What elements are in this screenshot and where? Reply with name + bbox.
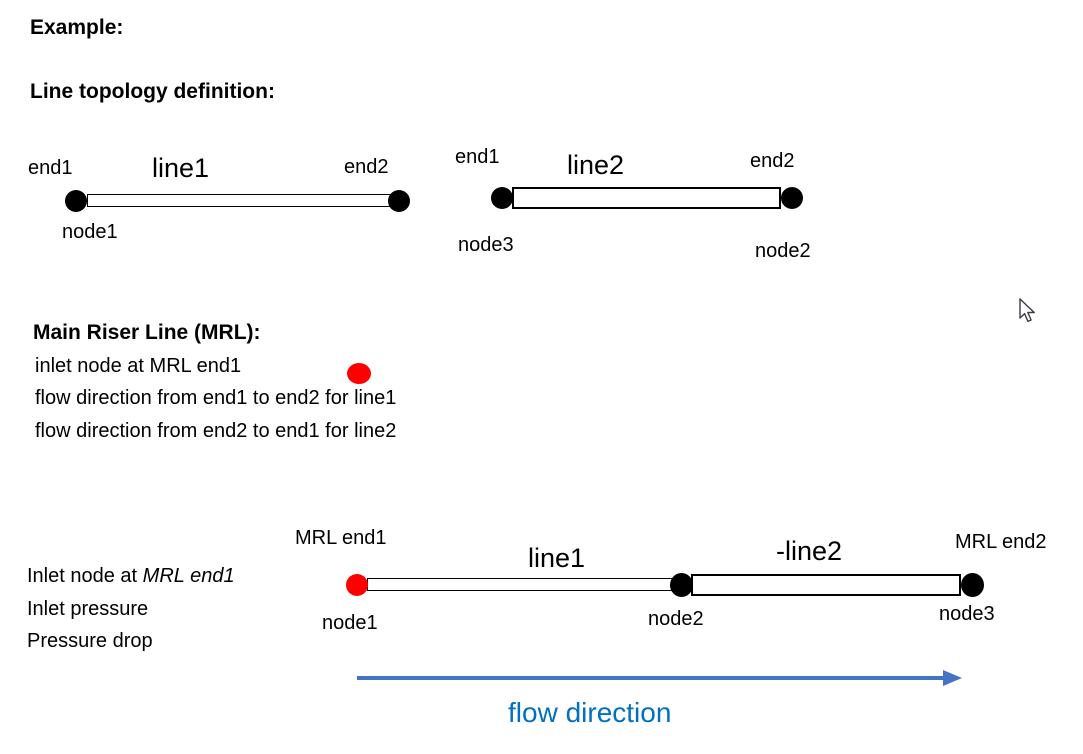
- mrl-segment2-label: -line2: [776, 536, 843, 566]
- line1-end1-label: end1: [28, 157, 73, 179]
- result-notes-line1: Inlet node at MRL end1: [27, 565, 235, 588]
- mrl-node3-dot: [961, 573, 984, 597]
- line1-end2-label: end2: [344, 156, 389, 178]
- line2-pipe-shape: [512, 187, 781, 209]
- section-heading: Line topology definition:: [30, 80, 275, 103]
- result-notes-line3: Pressure drop: [27, 630, 153, 652]
- line1-node1-label: node1: [62, 221, 118, 243]
- line2-node3-dot: [491, 187, 513, 209]
- line1-node1-dot: [65, 190, 87, 212]
- mrl-node2-dot: [670, 573, 693, 597]
- mrl-end2-label: MRL end2: [955, 531, 1047, 553]
- result-notes-line1-emphasis: MRL end1: [142, 565, 235, 587]
- line1-pipe-shape: [87, 194, 397, 207]
- mrl-node1-label: node1: [322, 612, 378, 634]
- mouse-cursor-icon: [1019, 298, 1035, 323]
- flow-direction-arrow-icon: [357, 670, 962, 686]
- flow-direction-label: flow direction: [508, 697, 672, 728]
- mrl-notes-line1: inlet node at MRL end1: [35, 355, 242, 377]
- line2-node2-label: node2: [755, 240, 811, 262]
- page-title: Example:: [30, 16, 124, 39]
- mrl-node2-label: node2: [648, 608, 704, 630]
- mrl-notes-line3: flow direction from end2 to end1 for lin…: [35, 420, 397, 442]
- line2-end2-label: end2: [750, 150, 795, 172]
- mrl-segment1-label: line1: [528, 543, 586, 573]
- line2-name-label: line2: [567, 150, 625, 180]
- line2-node2-dot: [781, 187, 803, 209]
- mrl-node1-red-dot: [346, 574, 368, 596]
- result-notes-line1-prefix: Inlet node at: [27, 565, 143, 587]
- mrl-notes-title: Main Riser Line (MRL):: [33, 321, 261, 344]
- mrl-line1-pipe-shape: [367, 578, 673, 591]
- line2-end1-label: end1: [455, 146, 500, 168]
- line2-node3-label: node3: [458, 234, 514, 256]
- mrl-end1-label: MRL end1: [295, 527, 387, 549]
- line1-name-label: line1: [152, 153, 210, 183]
- result-notes-line2: Inlet pressure: [27, 598, 149, 620]
- inlet-node-red-dot: [347, 363, 371, 384]
- mrl-line2-pipe-shape: [691, 574, 961, 596]
- mrl-notes-line2: flow direction from end1 to end2 for lin…: [35, 387, 397, 409]
- line1-end2-dot: [388, 190, 410, 212]
- mrl-node3-label: node3: [939, 603, 995, 625]
